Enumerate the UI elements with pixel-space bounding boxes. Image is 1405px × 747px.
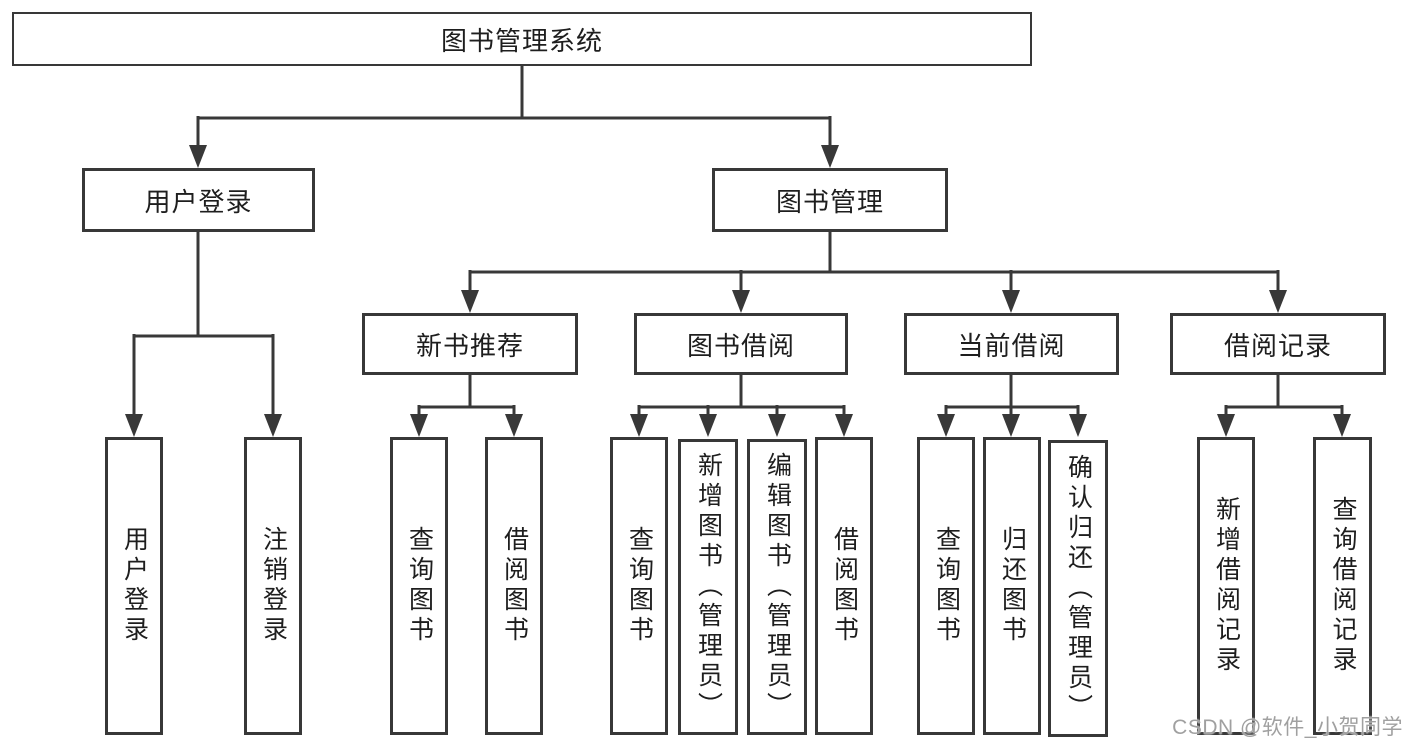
node-confirm-return-admin: 确认归还（管理员） xyxy=(1048,440,1108,737)
node-add-book-admin: 新增图书（管理员） xyxy=(678,439,738,735)
node-library-system: 图书管理系统 xyxy=(12,12,1032,66)
node-borrow-books-recommend: 借阅图书 xyxy=(485,437,543,735)
node-current-borrowing: 当前借阅 xyxy=(904,313,1119,375)
node-query-books-borrow: 查询图书 xyxy=(610,437,668,735)
node-edit-book-admin: 编辑图书（管理员） xyxy=(747,439,807,735)
node-book-borrowing: 图书借阅 xyxy=(634,313,848,375)
node-borrow-books-borrow: 借阅图书 xyxy=(815,437,873,735)
node-query-books-current: 查询图书 xyxy=(917,437,975,735)
node-query-books-recommend: 查询图书 xyxy=(390,437,448,735)
node-new-book-recommendation: 新书推荐 xyxy=(362,313,578,375)
node-logout-action: 注销登录 xyxy=(244,437,302,735)
node-borrowing-records: 借阅记录 xyxy=(1170,313,1386,375)
node-return-books: 归还图书 xyxy=(983,437,1041,735)
node-add-borrow-record: 新增借阅记录 xyxy=(1197,437,1255,735)
node-user-login-action: 用户登录 xyxy=(105,437,163,735)
node-user-login: 用户登录 xyxy=(82,168,315,232)
csdn-watermark: CSDN @软件_小贺同学 xyxy=(1172,716,1403,739)
node-query-borrow-record: 查询借阅记录 xyxy=(1313,437,1372,735)
node-book-management: 图书管理 xyxy=(712,168,948,232)
